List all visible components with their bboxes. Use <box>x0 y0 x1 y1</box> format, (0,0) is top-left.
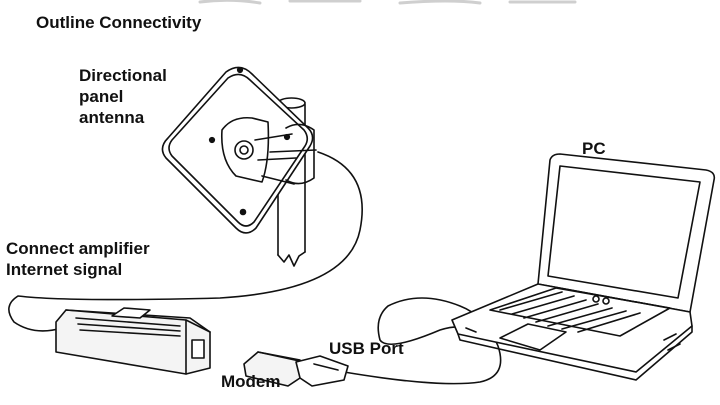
panel-antenna <box>161 66 317 234</box>
amplifier-box <box>55 307 211 375</box>
usb-modem <box>243 351 349 387</box>
cropped-heading-decoration <box>198 0 577 5</box>
pc-label: PC <box>582 139 606 158</box>
usb-cable <box>343 297 502 385</box>
amplifier-label: Connect amplifier Internet signal <box>6 239 150 279</box>
laptop <box>451 153 716 381</box>
diagram-title: Outline Connectivity <box>36 13 202 32</box>
antenna-label: Directional panel antenna <box>79 66 167 127</box>
usb-port-label: USB Port <box>329 339 404 358</box>
antenna-cable <box>8 151 363 332</box>
modem-label: Modem <box>221 372 281 391</box>
